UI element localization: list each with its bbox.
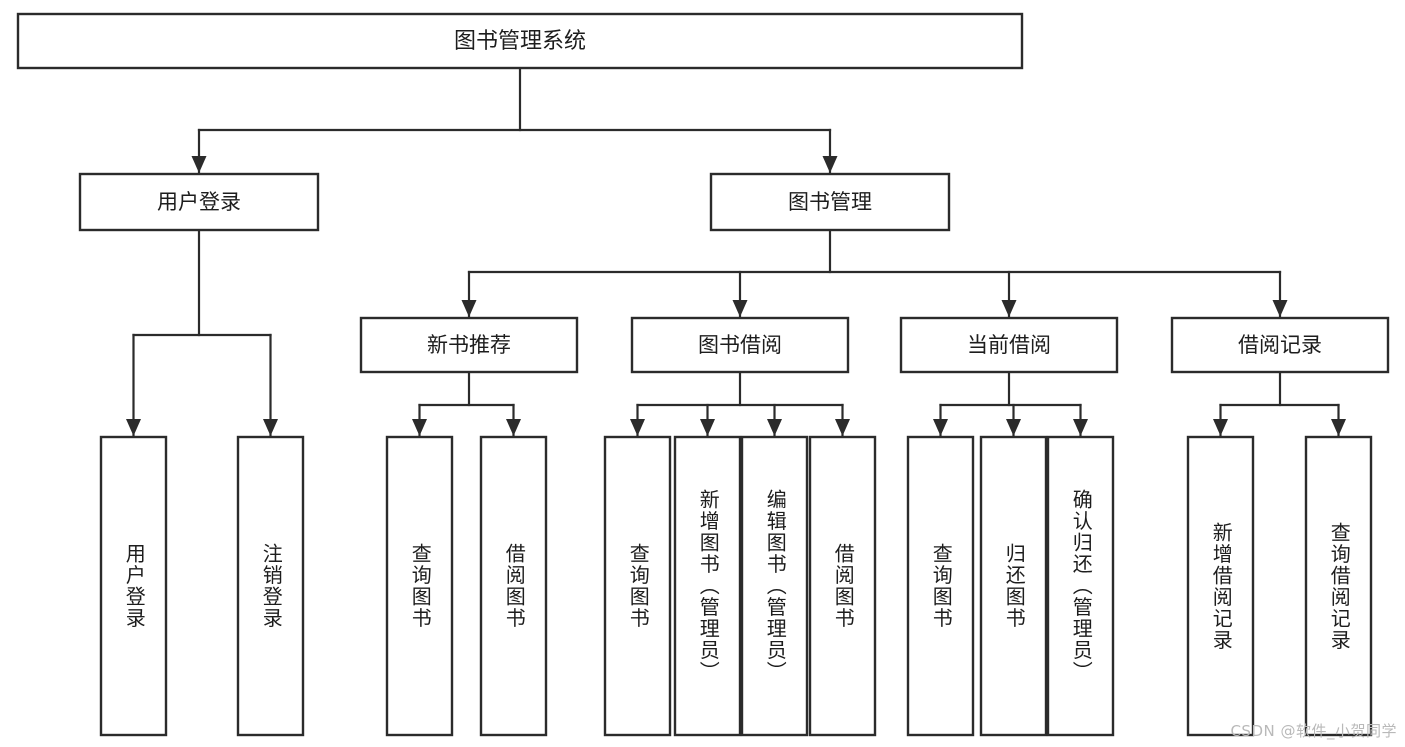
arrow-head-icon [933, 419, 948, 436]
watermark: CSDN @软件_小贺同学 [1230, 722, 1397, 740]
node-box-layer [16, 12, 1390, 737]
arrow-head-icon [1006, 419, 1021, 436]
connector-layer [126, 66, 1346, 438]
node-leaf-confirm-return[interactable] [1046, 435, 1115, 737]
arrow-head-icon [461, 300, 477, 317]
node-user-login-label: 用户登录 [157, 190, 241, 214]
arrow-head-icon [835, 419, 850, 436]
node-leaf-return-book[interactable] [979, 435, 1048, 737]
node-root-label: 图书管理系统 [454, 29, 586, 54]
node-leaf-borrow-book-2[interactable] [808, 435, 877, 737]
node-book-manage[interactable] [709, 172, 951, 232]
arrow-head-icon [1331, 419, 1346, 436]
node-leaf-add-book[interactable] [673, 435, 742, 737]
arrow-head-icon [1272, 300, 1288, 317]
node-borrow-record-label: 借阅记录 [1238, 333, 1322, 357]
arrow-head-icon [1073, 419, 1088, 436]
node-book-manage-label: 图书管理 [788, 190, 872, 214]
node-leaf-query-book-1[interactable] [385, 435, 454, 737]
node-leaf-query-book-2[interactable] [603, 435, 672, 737]
node-book-borrow[interactable] [630, 316, 850, 374]
arrow-head-icon [630, 419, 645, 436]
node-leaf-query-borrow-record[interactable] [1304, 435, 1373, 737]
node-new-book-recommend[interactable] [359, 316, 579, 374]
node-leaf-user-login[interactable] [99, 435, 168, 737]
arrow-head-icon [263, 419, 278, 436]
node-leaf-query-book-3[interactable] [906, 435, 975, 737]
node-user-login[interactable] [78, 172, 320, 232]
node-leaf-user-logout[interactable] [236, 435, 305, 737]
node-borrow-record[interactable] [1170, 316, 1390, 374]
arrow-head-icon [412, 419, 427, 436]
node-current-borrow-label: 当前借阅 [967, 333, 1051, 357]
arrow-head-icon [700, 419, 715, 436]
arrow-head-icon [506, 419, 521, 436]
arrow-head-icon [191, 156, 207, 173]
node-root[interactable] [16, 12, 1024, 70]
node-current-borrow[interactable] [899, 316, 1119, 374]
arrow-head-icon [1213, 419, 1228, 436]
arrow-head-icon [767, 419, 782, 436]
node-book-borrow-label: 图书借阅 [698, 333, 782, 357]
node-leaf-edit-book[interactable] [740, 435, 809, 737]
node-leaf-borrow-book-1[interactable] [479, 435, 548, 737]
arrow-head-icon [732, 300, 748, 317]
node-leaf-add-borrow-record[interactable] [1186, 435, 1255, 737]
arrow-head-icon [1001, 300, 1017, 317]
arrow-head-icon [126, 419, 141, 436]
arrow-head-icon [822, 156, 838, 173]
node-new-book-recommend-label: 新书推荐 [427, 333, 511, 357]
